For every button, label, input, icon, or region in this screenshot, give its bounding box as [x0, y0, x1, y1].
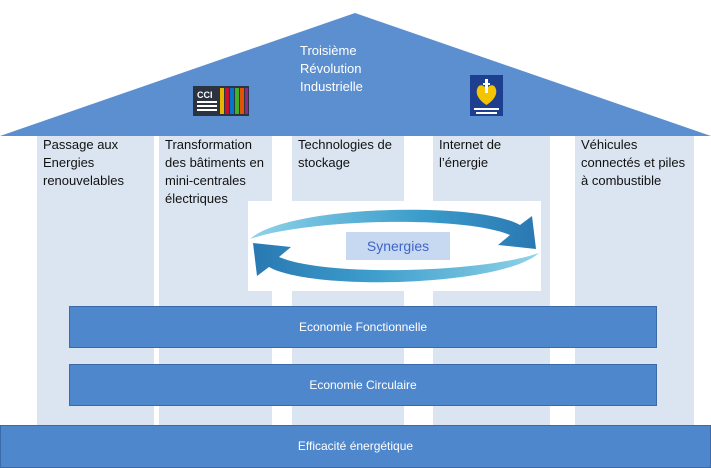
- roof-triangle: [0, 13, 711, 136]
- roof-title: Troisième Révolution Industrielle: [300, 43, 363, 94]
- roof: [0, 13, 711, 136]
- pillar-label: Passage aux Energies renouvelables: [43, 137, 124, 188]
- pillar-label: Véhicules connectés et piles à combustib…: [581, 137, 686, 188]
- svg-text:CCI: CCI: [197, 90, 213, 100]
- region-nord-pas-de-calais-logo: [470, 75, 503, 116]
- pillar-label: Internet de l’énergie: [439, 137, 502, 170]
- synergy-arrows-icon: [250, 209, 539, 283]
- band-economie-fonctionnelle: Economie Fonctionnelle: [69, 306, 657, 348]
- synergies-graphic: Synergies: [248, 201, 541, 291]
- base-efficacite-energetique: Efficacité énergétique: [0, 425, 711, 468]
- pillar-label: Transformation des bâtiments en mini-cen…: [165, 137, 265, 206]
- synergies-label: Synergies: [346, 232, 450, 260]
- top-arrow: [250, 209, 536, 249]
- band-economie-circulaire: Economie Circulaire: [69, 364, 657, 406]
- bottom-arrow: [253, 243, 539, 283]
- pillar-label: Technologies de stockage: [298, 137, 392, 170]
- cci-region-logo: CCI: [193, 86, 249, 116]
